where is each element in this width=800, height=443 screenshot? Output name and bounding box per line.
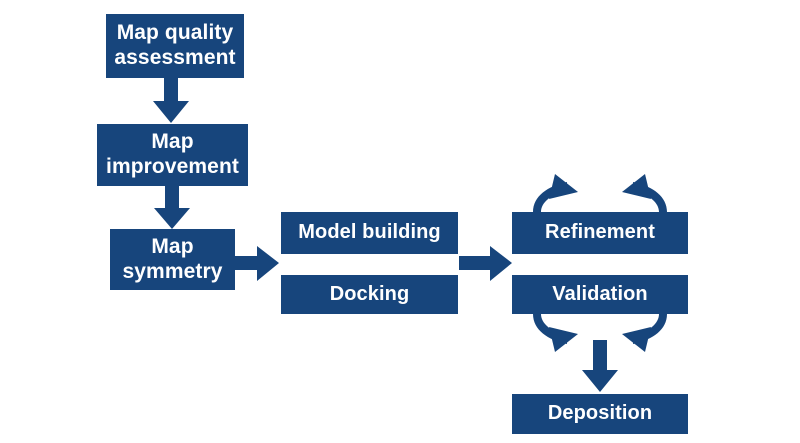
node-map-improvement[interactable]: Map improvement <box>97 124 248 186</box>
node-map-symmetry[interactable]: Map symmetry <box>110 229 235 290</box>
node-map-quality-assessment[interactable]: Map quality assessment <box>106 14 244 78</box>
node-docking[interactable]: Docking <box>281 275 458 314</box>
node-validation[interactable]: Validation <box>512 275 688 314</box>
connector-cycle-to-deposition <box>582 340 618 392</box>
connector-cycle-arc-top-left <box>533 174 578 212</box>
connector-cycle-arc-bottom-right <box>622 314 667 352</box>
node-label: Model building <box>298 221 441 244</box>
connector-building-group-to-refinement-loop <box>459 246 512 281</box>
node-label: Validation <box>552 282 648 305</box>
node-refinement[interactable]: Refinement <box>512 212 688 254</box>
connector-cycle-arc-top-right <box>622 174 667 212</box>
node-model-building[interactable]: Model building <box>281 212 458 254</box>
connector-map-quality-to-map-improvement <box>153 78 189 123</box>
node-label: Map improvement <box>106 130 239 178</box>
node-deposition[interactable]: Deposition <box>512 394 688 434</box>
node-label: Map symmetry <box>122 234 223 283</box>
connector-map-symmetry-to-building-group <box>235 246 279 281</box>
node-label: Map quality assessment <box>114 21 236 69</box>
connector-cycle-arc-bottom-left <box>533 314 578 352</box>
connector-map-improvement-to-map-symmetry <box>154 186 190 229</box>
node-label: Deposition <box>547 402 653 425</box>
node-label: Docking <box>329 282 410 305</box>
node-label: Refinement <box>545 221 655 244</box>
